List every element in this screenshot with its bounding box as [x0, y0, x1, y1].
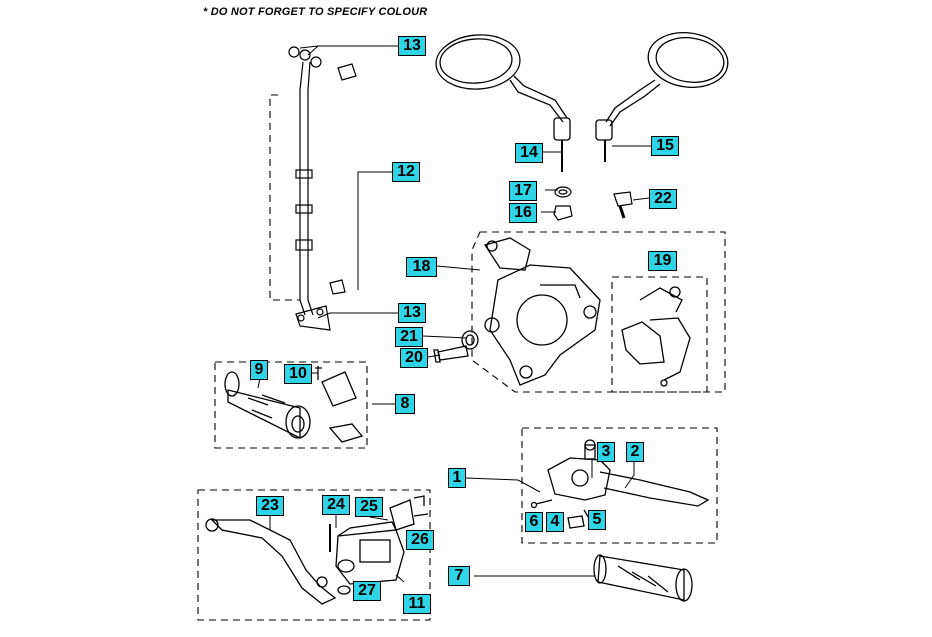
pads-box [611, 276, 708, 393]
caliper-box [471, 231, 726, 393]
callout-27: 27 [353, 581, 381, 601]
callout-22: 22 [649, 189, 677, 209]
master-cylinder-box [197, 489, 431, 621]
right-grip [593, 554, 693, 602]
callout-26: 26 [406, 530, 434, 550]
callout-2: 2 [626, 442, 644, 462]
callout-9: 9 [250, 360, 268, 380]
callout-25: 25 [355, 497, 383, 517]
callout-15: 15 [651, 136, 679, 156]
callout-6: 6 [525, 512, 543, 532]
callout-11: 11 [403, 594, 431, 614]
callout-18: 18 [406, 257, 437, 277]
callout-8: 8 [395, 394, 415, 414]
brake-pads [621, 286, 691, 387]
callout-20: 20 [400, 348, 428, 368]
callout-21: 21 [395, 327, 423, 347]
group-boxes [197, 94, 726, 621]
callout-24: 24 [322, 495, 350, 515]
callout-23: 23 [256, 496, 284, 516]
throttle-assembly [224, 366, 364, 443]
left-lever [530, 439, 710, 529]
callout-1: 1 [448, 468, 466, 488]
callout-17: 17 [509, 181, 537, 201]
callout-10: 10 [284, 364, 312, 384]
callout-7: 7 [448, 566, 470, 586]
brake-caliper [433, 237, 601, 386]
master-cylinder-assembly [205, 495, 429, 605]
callout-14: 14 [515, 143, 543, 163]
callout-13-top: 13 [398, 36, 426, 56]
small-fasteners [553, 186, 633, 221]
brake-hose [288, 46, 357, 331]
left-lever-box [521, 427, 718, 544]
callout-5: 5 [588, 510, 606, 530]
throttle-box [214, 361, 368, 449]
callout-19: 19 [648, 251, 677, 271]
callout-16: 16 [509, 203, 537, 223]
callout-3: 3 [597, 442, 615, 462]
leader-lines [257, 45, 651, 583]
brake-hose-box [269, 94, 300, 301]
callout-12: 12 [392, 162, 420, 182]
colour-note: * DO NOT FORGET TO SPECIFY COLOUR [203, 6, 428, 18]
mirrors [435, 32, 729, 172]
callout-4: 4 [546, 512, 564, 532]
callout-13-bottom: 13 [398, 303, 426, 323]
